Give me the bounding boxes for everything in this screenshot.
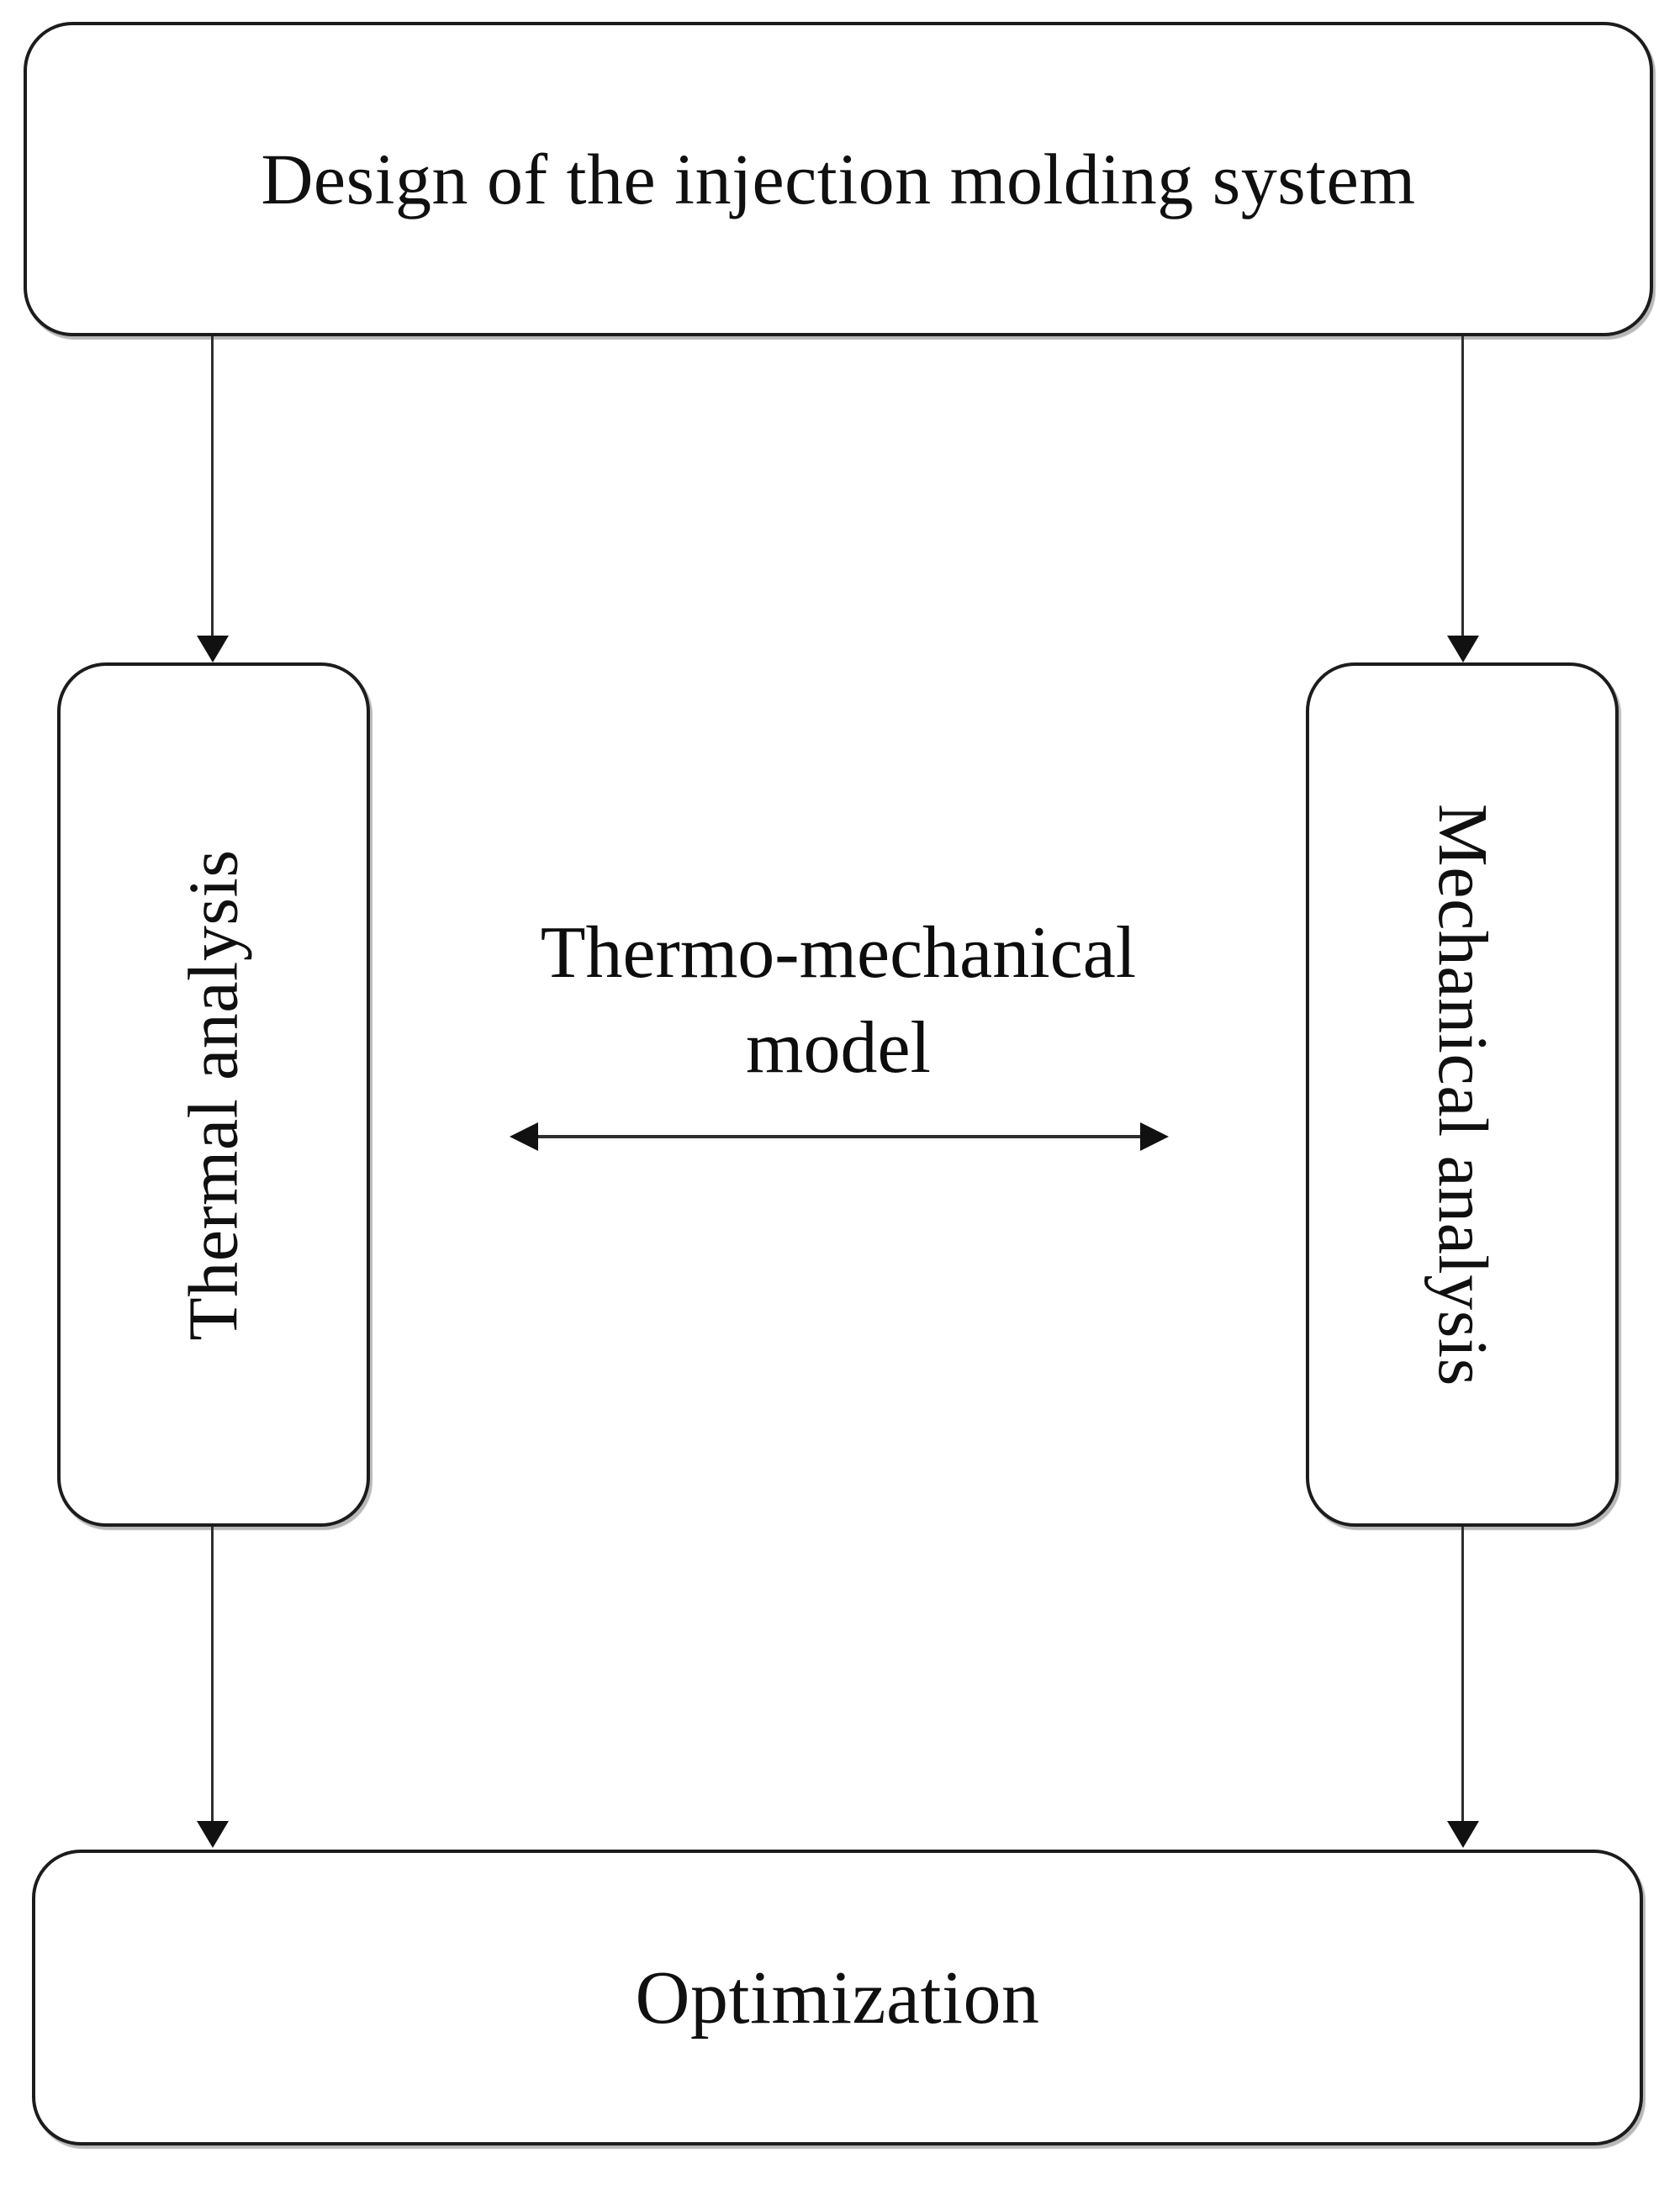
node-label-thermal-analysis: Thermal analysis	[174, 848, 253, 1341]
edge-label-thermo-mechanical-model: Thermo-mechanical model	[502, 906, 1175, 1095]
edge-label-line-1: Thermo-mechanical	[540, 912, 1137, 994]
node-mechanical-analysis: Mechanical analysis	[1306, 662, 1619, 1527]
node-label-optimization: Optimization	[635, 1955, 1040, 2040]
node-label-design: Design of the injection molding system	[261, 139, 1416, 219]
arrowhead-down-icon	[197, 636, 229, 662]
edge-thermal-mechanical-bidirectional	[531, 1135, 1149, 1138]
node-optimization: Optimization	[32, 1850, 1643, 2145]
node-thermal-analysis: Thermal analysis	[57, 662, 370, 1527]
edge-top-to-thermal	[211, 336, 214, 639]
edge-top-to-mechanical	[1461, 336, 1464, 639]
arrowhead-down-icon	[1447, 636, 1479, 662]
edge-label-line-2: model	[746, 1006, 931, 1089]
node-design-injection-molding-system: Design of the injection molding system	[24, 22, 1653, 336]
edge-mechanical-to-optimization	[1461, 1527, 1464, 1826]
arrowhead-down-icon	[1447, 1821, 1479, 1848]
arrowhead-right-icon	[1140, 1122, 1169, 1151]
arrowhead-down-icon	[197, 1821, 229, 1848]
node-label-mechanical-analysis: Mechanical analysis	[1423, 803, 1502, 1386]
edge-thermal-to-optimization	[211, 1527, 214, 1826]
arrowhead-left-icon	[510, 1122, 538, 1151]
